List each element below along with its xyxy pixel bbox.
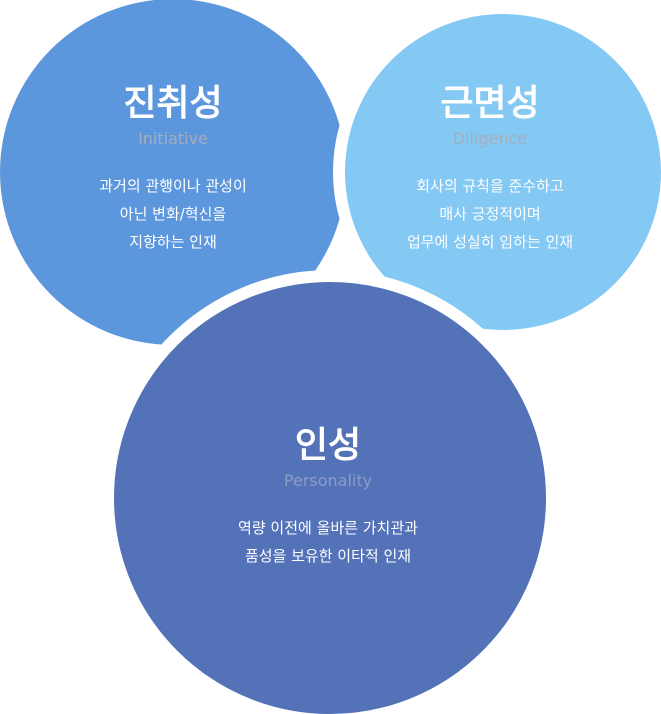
desc-line: 아닌 변화/혁신을 (119, 205, 227, 223)
personality-circle (102, 270, 558, 714)
diligence-block: 근면성 Diligence 회사의 규칙을 준수하고 매사 긍정적이며 업무에 … (350, 82, 630, 256)
desc-line: 품성을 보유한 이타적 인재 (244, 547, 412, 565)
desc-line: 지향하는 인재 (129, 233, 217, 251)
personality-subtitle: Personality (283, 471, 373, 490)
diligence-description: 회사의 규칙을 준수하고 매사 긍정적이며 업무에 성실히 임하는 인재 (350, 172, 630, 256)
diligence-subtitle: Diligence (452, 129, 528, 148)
desc-line: 매사 긍정적이며 (439, 205, 541, 223)
desc-line: 업무에 성실히 임하는 인재 (406, 233, 574, 251)
initiative-subtitle: Initiative (138, 129, 208, 148)
initiative-description: 과거의 관행이나 관성이 아닌 변화/혁신을 지향하는 인재 (33, 172, 313, 256)
initiative-block: 진취성 Initiative 과거의 관행이나 관성이 아닌 변화/혁신을 지향… (33, 82, 313, 256)
personality-description: 역량 이전에 올바른 가치관과 품성을 보유한 이타적 인재 (168, 514, 488, 570)
personality-title: 인성 (294, 425, 362, 466)
desc-line: 회사의 규칙을 준수하고 (416, 177, 564, 195)
diligence-title: 근면성 (440, 83, 540, 124)
diligence-circle (333, 2, 661, 342)
initiative-title: 진취성 (123, 83, 223, 124)
desc-line: 역량 이전에 올바른 가치관과 (238, 519, 418, 537)
personality-block: 인성 Personality 역량 이전에 올바른 가치관과 품성을 보유한 이… (168, 424, 488, 570)
desc-line: 과거의 관행이나 관성이 (99, 177, 247, 195)
initiative-circle (0, 0, 346, 345)
